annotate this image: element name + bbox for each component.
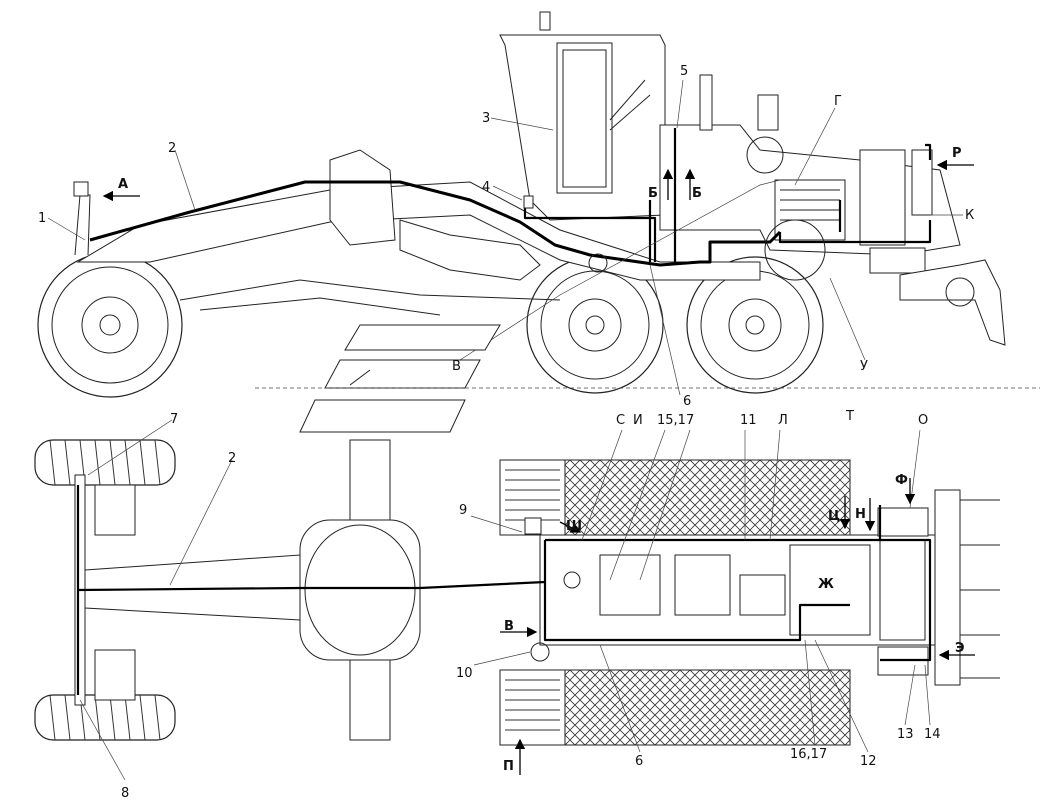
callout-10: 10 [456, 666, 473, 681]
callout-T: Т [845, 409, 854, 424]
rear-wheel-2 [686, 256, 824, 394]
callout-Sh: Ш [566, 519, 582, 534]
plan-view [34, 419, 1000, 781]
front-wheel [37, 252, 183, 398]
callout-14: 14 [924, 727, 941, 742]
callout-5: 5 [680, 64, 688, 79]
callout-Ts: Ц [828, 509, 840, 524]
callout-Zh: Ж [818, 577, 834, 592]
callout-7: 7 [170, 412, 178, 427]
callout-6b: 6 [635, 754, 643, 769]
callout-8: 8 [121, 786, 129, 801]
callout-B2: Б [692, 186, 702, 201]
callout-9: 9 [459, 503, 467, 518]
callout-13: 13 [897, 727, 914, 742]
callout-R: Р [952, 146, 962, 161]
callout-O: О [918, 413, 928, 428]
callout-G: Г [834, 94, 842, 109]
callouts-bottom: 7 2 8 9 10 6 11 12 13 14 15,17 16,17 С И… [121, 409, 965, 801]
callout-16-17: 16,17 [790, 747, 827, 762]
cab [499, 11, 666, 221]
callout-V: В [452, 359, 461, 374]
callout-L: Л [778, 413, 788, 428]
rear-wheel-1 [526, 256, 664, 394]
callout-A: А [118, 177, 128, 192]
callout-11: 11 [740, 413, 757, 428]
callout-E: Э [955, 641, 965, 656]
callout-15-17: 15,17 [657, 413, 694, 428]
callout-1: 1 [38, 211, 46, 226]
callout-4: 4 [482, 180, 490, 195]
callout-I: И [633, 413, 643, 428]
callout-F: Ф [895, 473, 908, 488]
side-view [37, 11, 1006, 433]
callout-6: 6 [683, 394, 691, 409]
callouts-top: 1 2 3 4 5 6 А Б Б В Г К Р У [38, 64, 974, 409]
callout-Vb: В [504, 619, 514, 634]
callout-N: Н [855, 507, 866, 522]
callout-B1: Б [648, 186, 658, 201]
harness-front [89, 180, 782, 267]
callout-K: К [965, 208, 974, 223]
callout-U: У [860, 359, 868, 374]
callout-3: 3 [482, 111, 490, 126]
callout-2: 2 [168, 141, 176, 156]
callout-12: 12 [860, 754, 877, 769]
callout-P: П [503, 759, 514, 774]
callout-2b: 2 [228, 451, 236, 466]
callout-S: С [616, 413, 625, 428]
